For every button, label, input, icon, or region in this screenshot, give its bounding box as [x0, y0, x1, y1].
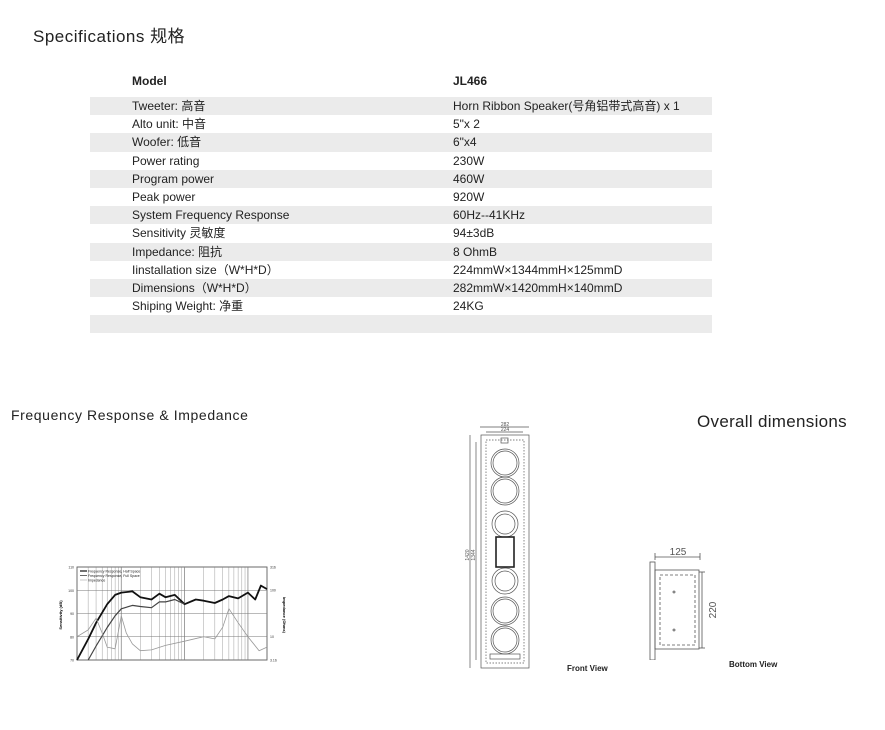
legend-label: Frequency Response, Full Space [88, 574, 140, 578]
frequency-impedance-chart: 110 100 90 80 70 316 100 10 3.16 Sensitivity (dB)… [58, 566, 287, 663]
y2-axis-label: Impedance (Ohms) [282, 597, 287, 634]
table-header: Model JL466 [90, 72, 712, 97]
bottom-depth-label: 125 [670, 547, 687, 558]
front-width-outer: 282 [501, 422, 510, 428]
bottom-view-caption: Bottom View [729, 660, 778, 669]
overall-dimensions-title: Overall dimensions [697, 412, 847, 431]
page-title: Specifications 规格 [33, 27, 186, 46]
front-view-caption: Front View [567, 664, 608, 673]
spec-value: 60Hz--41KHz [453, 208, 526, 223]
spec-value: 920W [453, 189, 485, 204]
spec-label: System Frequency Response [132, 208, 290, 223]
spec-row: Program power 460W [90, 169, 712, 188]
spec-value: 24KG [453, 299, 484, 314]
legend-label: Impedance [88, 578, 105, 582]
spec-row: Peak power 920W [90, 188, 712, 206]
y-tick-label: 90 [70, 612, 74, 616]
spec-value: 94±3dB [453, 226, 495, 241]
spec-row: Impedance: 阻抗 8 OhmB [90, 242, 712, 261]
spec-label: Shiping Weight: 净重 [132, 299, 244, 314]
bottom-view-drawing: 125 220 [649, 547, 719, 660]
spec-label: Dimensions（W*H*D） [132, 280, 257, 295]
spec-label: Woofer: 低音 [132, 135, 202, 150]
front-width-inner: 224 [501, 427, 510, 433]
spec-value: 6"x4 [453, 135, 477, 150]
spec-value: 5"x 2 [453, 117, 480, 132]
header-label: Model [132, 74, 167, 88]
spec-row: Sensitivity 灵敏度 94±3dB [90, 224, 712, 242]
spec-row: Shiping Weight: 净重 24KG [90, 297, 712, 315]
frequency-response-title: Frequency Response & Impedance [11, 407, 249, 423]
legend-label: Frequency Response, Half Space [88, 569, 140, 573]
specifications-table: Model JL466 Tweeter: 高音 Horn Ribbon Speak… [90, 72, 712, 334]
header-value: JL466 [453, 74, 488, 88]
front-view-drawing: 282 224 1420 1344 [465, 422, 530, 669]
series-line-1 [87, 598, 185, 661]
spec-label: Peak power [132, 189, 196, 204]
y-axis-label: Sensitivity (dB) [58, 600, 63, 630]
y-tick-label: 100 [68, 589, 74, 593]
spec-label: Program power [132, 171, 215, 186]
spec-row: Woofer: 低音 6"x4 [90, 133, 712, 152]
spec-row: System Frequency Response 60Hz--41KHz [90, 206, 712, 225]
spec-label: Impedance: 阻抗 [132, 244, 223, 259]
spec-row: Iinstallation size（W*H*D） 224mmW×1344mmH×… [90, 261, 712, 279]
spec-value: Horn Ribbon Speaker(号角铝带式高音) x 1 [453, 99, 680, 113]
y-tick-label: 110 [68, 566, 74, 570]
spec-value: 282mmW×1420mmH×140mmD [453, 280, 623, 295]
series-line-0 [76, 584, 268, 661]
spec-row: Dimensions（W*H*D） 282mmW×1420mmH×140mmD [90, 278, 712, 298]
spec-label: Sensitivity 灵敏度 [132, 226, 226, 241]
y2-tick-label: 3.16 [270, 659, 277, 663]
series-line-2 [76, 608, 268, 652]
front-height-outer: 1420 [465, 549, 471, 560]
spec-label: Iinstallation size（W*H*D） [132, 262, 279, 277]
y-tick-label: 80 [70, 635, 74, 639]
spec-value: 460W [453, 171, 485, 186]
y2-tick-label: 316 [270, 566, 276, 570]
spec-value: 230W [453, 153, 485, 168]
y2-tick-label: 100 [270, 589, 276, 593]
spec-label: Tweeter: 高音 [132, 99, 206, 113]
spec-label: Alto unit: 中音 [132, 117, 207, 132]
spec-row [90, 315, 712, 334]
spec-value: 224mmW×1344mmH×125mmD [453, 262, 623, 277]
bottom-width-label: 220 [708, 601, 719, 618]
front-height-inner: 1344 [471, 549, 477, 560]
spec-row: Tweeter: 高音 Horn Ribbon Speaker(号角铝带式高音) … [90, 97, 712, 116]
spec-row: Alto unit: 中音 5"x 2 [90, 115, 712, 133]
spec-row: Power rating 230W [90, 152, 712, 170]
spec-value: 8 OhmB [453, 244, 498, 259]
y2-tick-label: 10 [270, 635, 274, 639]
spec-label: Power rating [132, 153, 200, 168]
y-tick-label: 70 [70, 659, 74, 663]
